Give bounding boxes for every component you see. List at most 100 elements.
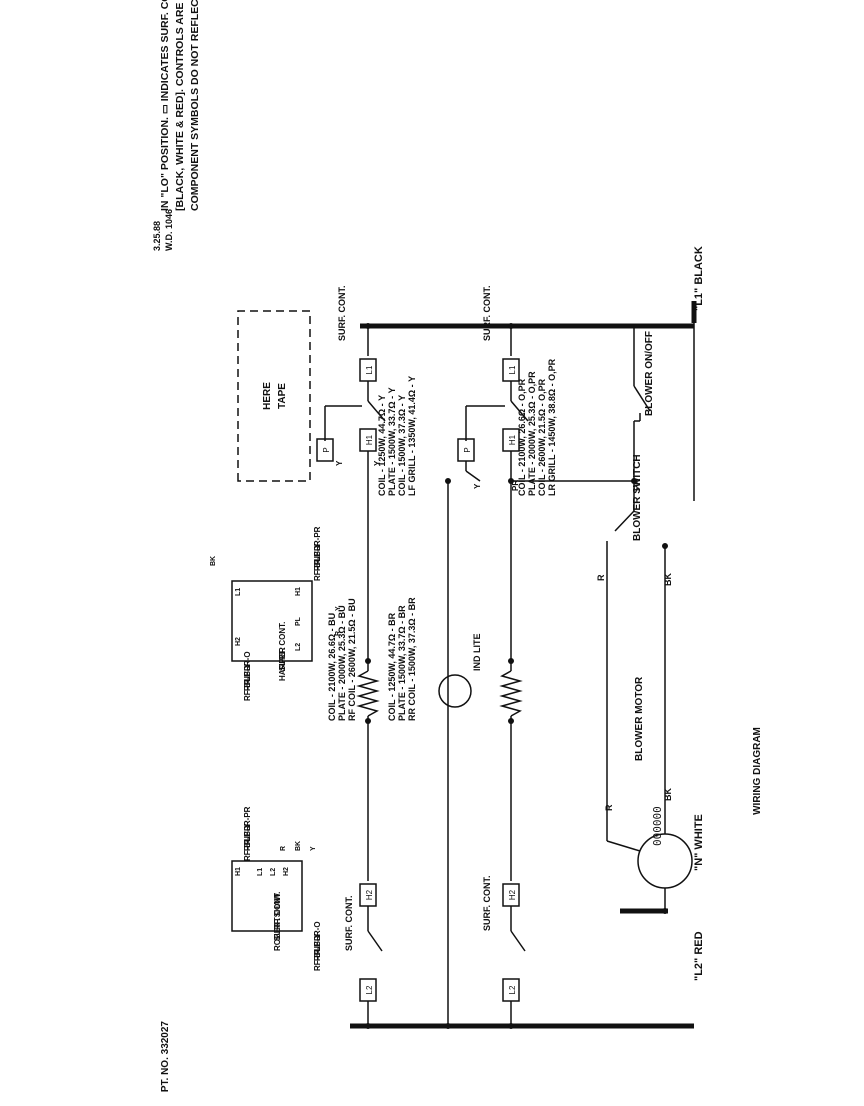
rear-p-label: P	[463, 447, 472, 452]
svg-text:RR-BR: RR-BR	[313, 545, 322, 571]
svg-text:R: R	[335, 631, 342, 636]
rear-pr-label: PR	[511, 480, 520, 491]
l1-label: "L1" BLACK	[693, 246, 705, 311]
svg-text:L2: L2	[295, 643, 302, 651]
blower-circuit	[606, 326, 693, 911]
front-right-switch	[367, 930, 383, 952]
svg-text:H2: H2	[235, 637, 242, 646]
note-line-3: IN "LO" POSITION. ▭ INDICATES SURF. CONT…	[159, 0, 171, 211]
svg-text:BK: BK	[295, 841, 302, 851]
svg-text:COIL - 1500W, 37.3Ω - Y: COIL - 1500W, 37.3Ω - Y	[397, 395, 407, 496]
rear-surf-cont-label: SURF. CONT.	[482, 285, 492, 341]
indicator-line	[438, 481, 472, 1026]
blower-switch2-blade	[614, 510, 635, 532]
svg-text:RF-BU: RF-BU	[243, 676, 252, 701]
svg-text:H1: H1	[235, 867, 242, 876]
svg-text:LR-PR: LR-PR	[313, 526, 322, 551]
rear-surf-cont-label-2: SURF. CONT.	[482, 875, 492, 931]
svg-text:PLATE - 1500W, 33.7Ω - BR: PLATE - 1500W, 33.7Ω - BR	[397, 605, 407, 721]
svg-text:RR COIL - 1500W, 37.3Ω - BR: RR COIL - 1500W, 37.3Ω - BR	[407, 597, 417, 721]
notes-block: COMPONENT SYMBOLS DO NOT REFLECT TRUE CO…	[159, 0, 201, 211]
front-surf-cont-label-2: SURF. CONT.	[344, 895, 354, 951]
motor-r-label: R	[604, 804, 614, 811]
svg-text:COIL - 2100W, 26.6Ω - BU: COIL - 2100W, 26.6Ω - BU	[327, 613, 337, 721]
svg-text:PLATE - 2000W, 25.3Ω - BU: PLATE - 2000W, 25.3Ω - BU	[337, 605, 347, 721]
svg-text:RF-BU: RF-BU	[243, 836, 252, 861]
front-h1-label: H1	[365, 434, 374, 445]
front-l2-label: L2	[365, 985, 374, 994]
rotated-diagram: WIRING DIAGRAM W.D. 1046 3.25.88 PT. NO.…	[152, 0, 763, 1092]
svg-text:SURF. CONT.: SURF. CONT.	[278, 622, 287, 671]
svg-text:PLATE - 1500W, 33.7Ω - Y: PLATE - 1500W, 33.7Ω - Y	[387, 387, 397, 496]
blower-motor-label: BLOWER MOTOR	[634, 676, 645, 761]
note-line-1: COMPONENT SYMBOLS DO NOT REFLECT TRUE CO…	[189, 0, 201, 211]
harper-box	[231, 580, 313, 662]
front-surf-cont-label: SURF. CONT.	[337, 285, 347, 341]
tape-here-line-2: HERE	[262, 382, 273, 410]
svg-text:RR-BR: RR-BR	[313, 935, 322, 961]
rear-l1-label: L1	[508, 365, 517, 374]
front-p-terminal	[316, 438, 334, 462]
svg-text:L2: L2	[270, 868, 277, 876]
svg-text:PL: PL	[295, 616, 302, 626]
rear-h2-label: H2	[508, 889, 517, 900]
svg-text:RF-BU: RF-BU	[313, 946, 322, 971]
document-date: 3.25.88	[152, 221, 162, 251]
rear-y-label: Y	[473, 483, 482, 489]
ind-lite-label: IND LITE	[472, 634, 482, 672]
feed-lines	[350, 301, 697, 1029]
tape-here-line-1: TAPE	[277, 383, 288, 409]
svg-text:RR-BR: RR-BR	[243, 825, 252, 851]
svg-text:LR-O: LR-O	[243, 651, 252, 671]
rear-l2-label: L2	[508, 985, 517, 994]
rear-elements-line	[457, 326, 634, 1026]
svg-text:Y: Y	[310, 846, 317, 851]
rear-right-switch	[510, 930, 526, 952]
svg-text:LF-Y: LF-Y	[243, 663, 252, 681]
svg-text:H1: H1	[295, 587, 302, 596]
front-l1-label: L1	[365, 365, 374, 374]
front-left-resistor	[356, 670, 380, 717]
robertshaw-control: H1 L1 L2 H2 Y BK R LR-PR LF-Y RR-BR RF-B…	[231, 806, 322, 971]
svg-text:LF-Y: LF-Y	[313, 933, 322, 951]
part-number: PT. NO. 332027	[160, 1021, 171, 1093]
blower-motor-coil: 000000	[651, 806, 664, 846]
rr-specs: RR COIL - 1500W, 37.3Ω - BR PLATE - 1500…	[387, 597, 417, 721]
svg-text:ROBERTSHAW: ROBERTSHAW	[273, 893, 282, 951]
svg-text:COIL - 1250W, 44.7Ω - Y: COIL - 1250W, 44.7Ω - Y	[377, 395, 387, 496]
svg-text:Y: Y	[335, 606, 342, 611]
ind-lite-circle	[438, 674, 472, 708]
svg-text:RF COIL - 2600W, 21.5Ω - BU: RF COIL - 2600W, 21.5Ω - BU	[347, 598, 357, 721]
svg-text:PLATE - 2000W, 25.3Ω - O,PR: PLATE - 2000W, 25.3Ω - O,PR	[527, 371, 537, 496]
svg-text:LR-PR: LR-PR	[243, 806, 252, 831]
svg-text:COIL - 1250W, 44.7Ω - BR: COIL - 1250W, 44.7Ω - BR	[387, 612, 397, 721]
svg-text:LF-Y: LF-Y	[243, 823, 252, 841]
motor-bk-label: BK	[663, 788, 673, 801]
blower-bk-label: BK	[663, 573, 673, 586]
rear-surf-switch	[510, 400, 529, 422]
l2-label: "L2" RED	[693, 931, 705, 981]
rear-h1-label: H1	[508, 434, 517, 445]
n-label: "N" WHITE	[693, 814, 705, 871]
svg-text:SURF. CONT.: SURF. CONT.	[273, 892, 282, 941]
front-surf-switch	[367, 400, 386, 422]
blower-motor-circle	[637, 833, 693, 889]
robertshaw-box	[231, 860, 303, 932]
document-number: W.D. 1046	[164, 209, 174, 251]
harper-control: H1 PL L2 H2 L1 Y R BK LR-PR LF-Y RR-BR R…	[210, 526, 342, 701]
svg-text:L1: L1	[235, 588, 242, 596]
svg-text:HARPER: HARPER	[278, 647, 287, 681]
front-p-label: P	[322, 447, 331, 452]
svg-text:RR-BR: RR-BR	[243, 665, 252, 691]
diagram-title: WIRING DIAGRAM	[752, 727, 763, 815]
svg-text:H2: H2	[283, 867, 290, 876]
blower-switch2-label: BLOWER SWITCH	[632, 454, 643, 541]
front-elements-line	[316, 326, 386, 1026]
svg-text:COIL - 2100W, 26.6Ω - O,PR: COIL - 2100W, 26.6Ω - O,PR	[517, 378, 527, 496]
front-y-label-2: Y	[373, 460, 382, 466]
svg-text:LF GRILL - 1350W, 41.4Ω - Y: LF GRILL - 1350W, 41.4Ω - Y	[407, 376, 417, 496]
blower-switch-label: BLOWER ON/OFF	[644, 331, 655, 416]
front-h2-label: H2	[365, 889, 374, 900]
